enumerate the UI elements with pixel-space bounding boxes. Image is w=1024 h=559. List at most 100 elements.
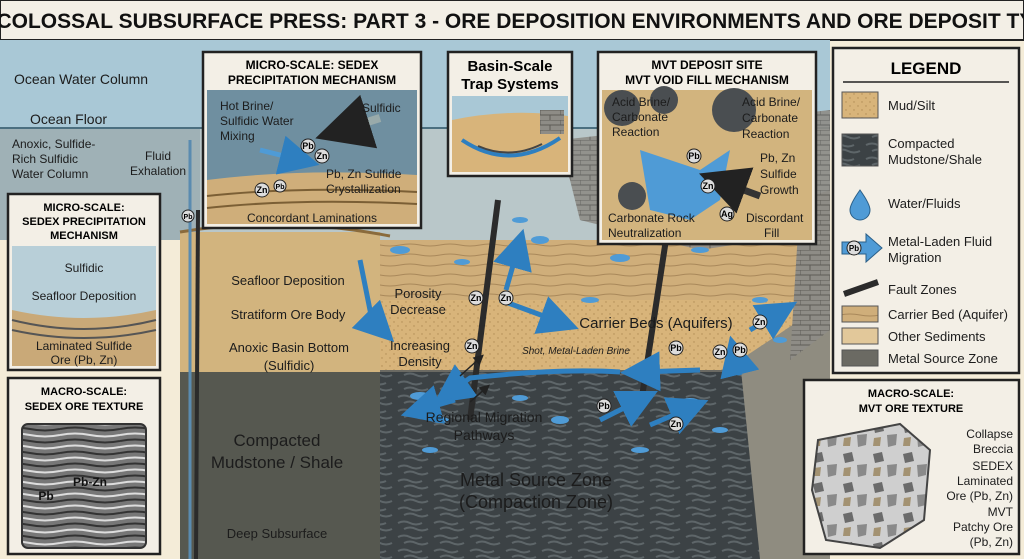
mvt-acid-left-3: Reaction (612, 125, 659, 139)
fluid-exhalation-label-2: Exhalation (130, 164, 186, 178)
legend-other: Other Sediments (888, 329, 986, 344)
mvt-neutralization-2: Neutralization (608, 226, 681, 240)
anoxic-water-label-2: Rich Sulfidic (12, 152, 78, 166)
sedex-crystal-1: Pb, Zn Sulfide (326, 167, 402, 181)
basin-title-2: Trap Systems (461, 76, 559, 93)
carrier-beds-label: Carrier Beds (Aquifers) (579, 315, 732, 332)
left-macro-pb: Pb (38, 489, 53, 503)
porosity-sub: Decrease (390, 302, 446, 317)
right-macro-title-1: MACRO-SCALE: (868, 388, 954, 400)
regional-migration-label: Regional Migration (426, 409, 543, 425)
left-micro-title-3: MECHANISM (50, 230, 118, 242)
legend-metal-1: Metal-Laden Fluid (888, 234, 992, 249)
sedex-laminations: Concordant Laminations (247, 211, 377, 225)
svg-text:Pb: Pb (670, 343, 682, 353)
right-macro-sedex-1: SEDEX (972, 459, 1013, 473)
legend-panel: LEGEND Mud/Silt Compacted Mudstone/Shale… (831, 46, 1021, 375)
mvt-inset: MVT DEPOSIT SITE MVT VOID FILL MECHANISM… (596, 50, 818, 246)
sedex-sulfidic: Sulfidic (362, 101, 401, 115)
svg-text:Pb: Pb (184, 214, 193, 221)
anoxic-basin-label: Anoxic Basin Bottom (229, 340, 349, 355)
legend-carrier: Carrier Bed (Aquifer) (888, 307, 1008, 322)
svg-text:Pb: Pb (849, 244, 859, 253)
svg-text:Zn: Zn (467, 341, 478, 351)
regional-migration-sub: Pathways (454, 427, 515, 443)
ocean-floor-label: Ocean Floor (30, 111, 107, 127)
water-drop-icon (849, 189, 871, 221)
brine-label: Shot, Metal-Laden Brine (522, 346, 630, 357)
mvt-acid-right-1: Acid Brine/ (742, 95, 801, 109)
metal-source-label: Metal Source Zone (460, 470, 612, 490)
svg-text:Zn: Zn (703, 181, 714, 191)
porosity-label: Porosity (395, 286, 442, 301)
right-macro-sedex-3: Ore (Pb, Zn) (946, 489, 1013, 503)
right-macro-mvt-3: (Pb, Zn) (970, 535, 1013, 549)
anoxic-water-label-3: Water Column (12, 167, 88, 181)
legend-title: LEGEND (891, 59, 962, 78)
right-macro-title-2: MVT ORE TEXTURE (859, 403, 964, 415)
left-micro-title-1: MICRO-SCALE: (43, 202, 124, 214)
right-macro-collapse-1: Collapse (966, 427, 1013, 441)
density-label: Increasing (390, 338, 450, 353)
ion-badges-main: Zn Zn Zn Pb Zn Pb Zn Zn Pb Pb (181, 209, 768, 432)
mvt-acid-right-3: Reaction (742, 127, 789, 141)
svg-text:Zn: Zn (755, 317, 766, 327)
ocean-water-column-label: Ocean Water Column (14, 71, 148, 87)
legend-source: Metal Source Zone (888, 351, 998, 366)
sedex-inset-title-1: MICRO-SCALE: SEDEX (246, 58, 379, 72)
compacted-mudstone-label: Compacted (234, 431, 321, 450)
density-sub: Density (398, 354, 442, 369)
basin-trap-inset: Basin-Scale Trap Systems (446, 50, 574, 178)
mvt-inset-title-2: MVT VOID FILL MECHANISM (625, 73, 789, 87)
left-micro-title-2: SEDEX PRECIPITATION (22, 216, 146, 228)
left-micro-lam-1: Laminated Sulfide (36, 339, 132, 353)
mvt-neutralization-1: Carbonate Rock (608, 211, 696, 225)
fault-line-icon (843, 279, 879, 297)
mvt-growth-2: Sulfide (760, 167, 797, 181)
svg-text:Pb: Pb (302, 141, 314, 151)
mvt-acid-left-2: Carbonate (612, 110, 668, 124)
compacted-mudstone-sub: Mudstone / Shale (211, 453, 343, 472)
sedex-hot-brine-2: Sulfidic Water (220, 114, 294, 128)
sedex-inset-title-2: PRECIPITATION MECHANISM (228, 73, 396, 87)
mvt-discordant-2: Fill (764, 226, 779, 240)
stratiform-ore-label: Stratiform Ore Body (231, 307, 346, 322)
metal-source-zone (380, 372, 760, 559)
svg-text:Pb: Pb (598, 401, 610, 411)
basin-title-1: Basin-Scale (467, 58, 552, 75)
left-micro-sulfidic: Sulfidic (65, 261, 104, 275)
legend-water: Water/Fluids (888, 196, 961, 211)
svg-text:Zn: Zn (671, 419, 682, 429)
sedex-hot-brine-1: Hot Brine/ (220, 99, 274, 113)
right-macro-mvt-1: MVT (988, 505, 1014, 519)
mvt-acid-left-1: Acid Brine/ (612, 95, 671, 109)
metal-fluid-arrow-icon (841, 232, 883, 264)
legend-compacted-1: Compacted (888, 136, 954, 151)
left-macro-inset: MACRO-SCALE: SEDEX ORE TEXTURE Pb-Zn Pb (6, 376, 162, 556)
mvt-discordant-1: Discordant (746, 211, 804, 225)
svg-text:Zn: Zn (257, 185, 268, 195)
left-micro-lam-2: Ore (Pb, Zn) (51, 353, 118, 367)
left-macro-title-1: MACRO-SCALE: (41, 386, 127, 398)
legend-metal-2: Migration (888, 250, 941, 265)
right-macro-inset: MACRO-SCALE: MVT ORE TEXTURE Collapse Br… (802, 378, 1021, 556)
right-macro-collapse-2: Breccia (973, 442, 1013, 456)
left-macro-title-2: SEDEX ORE TEXTURE (25, 401, 144, 413)
svg-text:Zn: Zn (715, 347, 726, 357)
left-micro-inset: MICRO-SCALE: SEDEX PRECIPITATION MECHANI… (6, 192, 162, 372)
svg-text:Zn: Zn (501, 293, 512, 303)
legend-compacted-2: Mudstone/Shale (888, 152, 982, 167)
legend-fault: Fault Zones (888, 282, 957, 297)
left-micro-seafloor: Seafloor Deposition (32, 289, 137, 303)
legend-mud: Mud/Silt (888, 98, 935, 113)
deep-subsurface-label: Deep Subsurface (227, 526, 327, 541)
seafloor-deposition-label: Seafloor Deposition (231, 273, 344, 288)
fluid-exhalation-label-1: Fluid (145, 149, 171, 163)
left-macro-pbzn: Pb-Zn (73, 475, 107, 489)
sedex-micro-inset: MICRO-SCALE: SEDEX PRECIPITATION MECHANI… (201, 50, 423, 230)
right-macro-mvt-2: Patchy Ore (953, 520, 1013, 534)
mvt-growth-1: Pb, Zn (760, 151, 795, 165)
mvt-acid-right-2: Carbonate (742, 111, 798, 125)
